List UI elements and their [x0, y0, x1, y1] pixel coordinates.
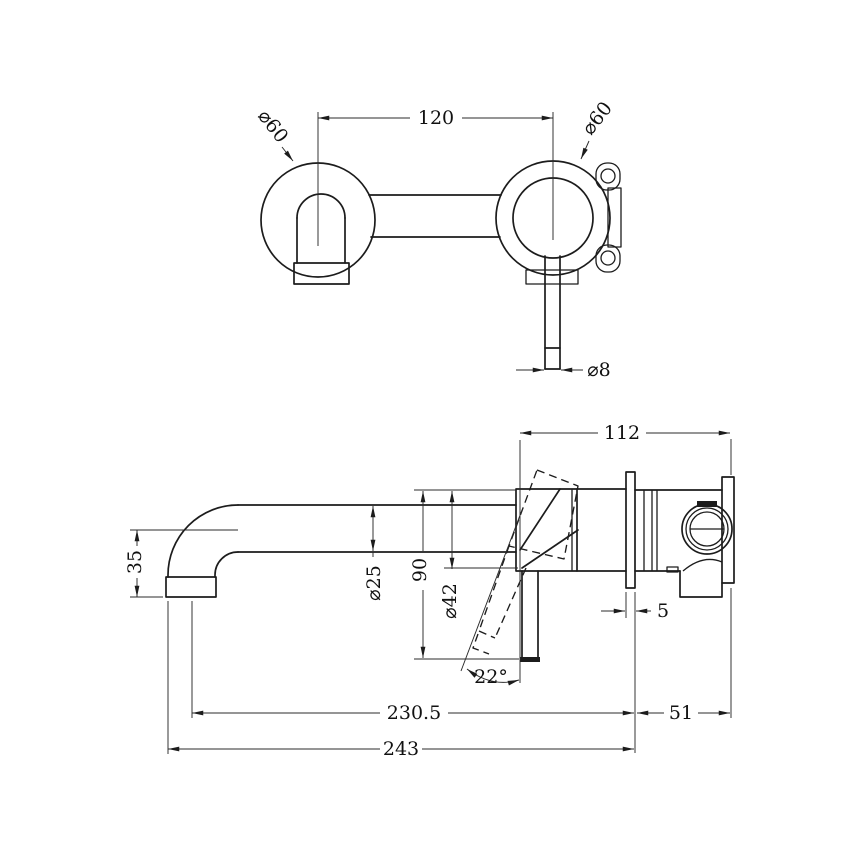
dia-42-label: ⌀42 — [439, 583, 461, 619]
dim-51-label: 51 — [669, 702, 693, 724]
lever-tip — [520, 657, 540, 662]
dim-230-5-label: 230.5 — [387, 702, 441, 724]
dia-8-stem: ⌀8 — [516, 359, 611, 381]
spout — [165, 504, 517, 598]
dia-25-label: ⌀25 — [363, 565, 385, 601]
dim-depth-112: 112 — [519, 422, 731, 444]
aerator — [165, 576, 217, 598]
wall-flange — [625, 471, 636, 589]
dim-spacing-120: 120 — [317, 107, 554, 129]
dia-42-body: ⌀42 — [439, 490, 461, 619]
dim-243-label: 243 — [383, 738, 419, 760]
valve-body — [634, 476, 735, 598]
dim-5-label: 5 — [657, 600, 669, 622]
dim-112-label: 112 — [604, 422, 640, 444]
dim-35-label: 35 — [124, 550, 146, 574]
dim-120-label: 120 — [418, 107, 454, 129]
set-screw — [666, 566, 679, 573]
front-view: 120 ⌀60 ⌀60 ⌀8 — [253, 98, 622, 381]
mounting-bar — [368, 194, 502, 238]
dim-behind-wall-51: 51 — [636, 702, 731, 724]
dim-reach-230-5: 230.5 — [191, 702, 635, 724]
dia-8-label: ⌀8 — [587, 359, 611, 381]
dim-90-label: 90 — [409, 558, 431, 582]
dia-25-spout: ⌀25 — [363, 505, 385, 601]
dim-total-243: 243 — [167, 738, 635, 760]
angle-22-label: 22° — [474, 666, 508, 688]
in-wall-plate — [721, 476, 735, 584]
side-view: 112 35 ⌀25 90 ⌀42 — [124, 422, 735, 760]
dim-outlet-35: 35 — [124, 529, 146, 598]
angle-22: 22° — [460, 509, 523, 688]
port-tab — [697, 501, 717, 507]
dim-flange-5: 5 — [601, 600, 669, 622]
angle-ref-line — [460, 509, 523, 672]
dim-height-90: 90 — [409, 490, 431, 659]
mounting-bracket — [595, 162, 622, 273]
